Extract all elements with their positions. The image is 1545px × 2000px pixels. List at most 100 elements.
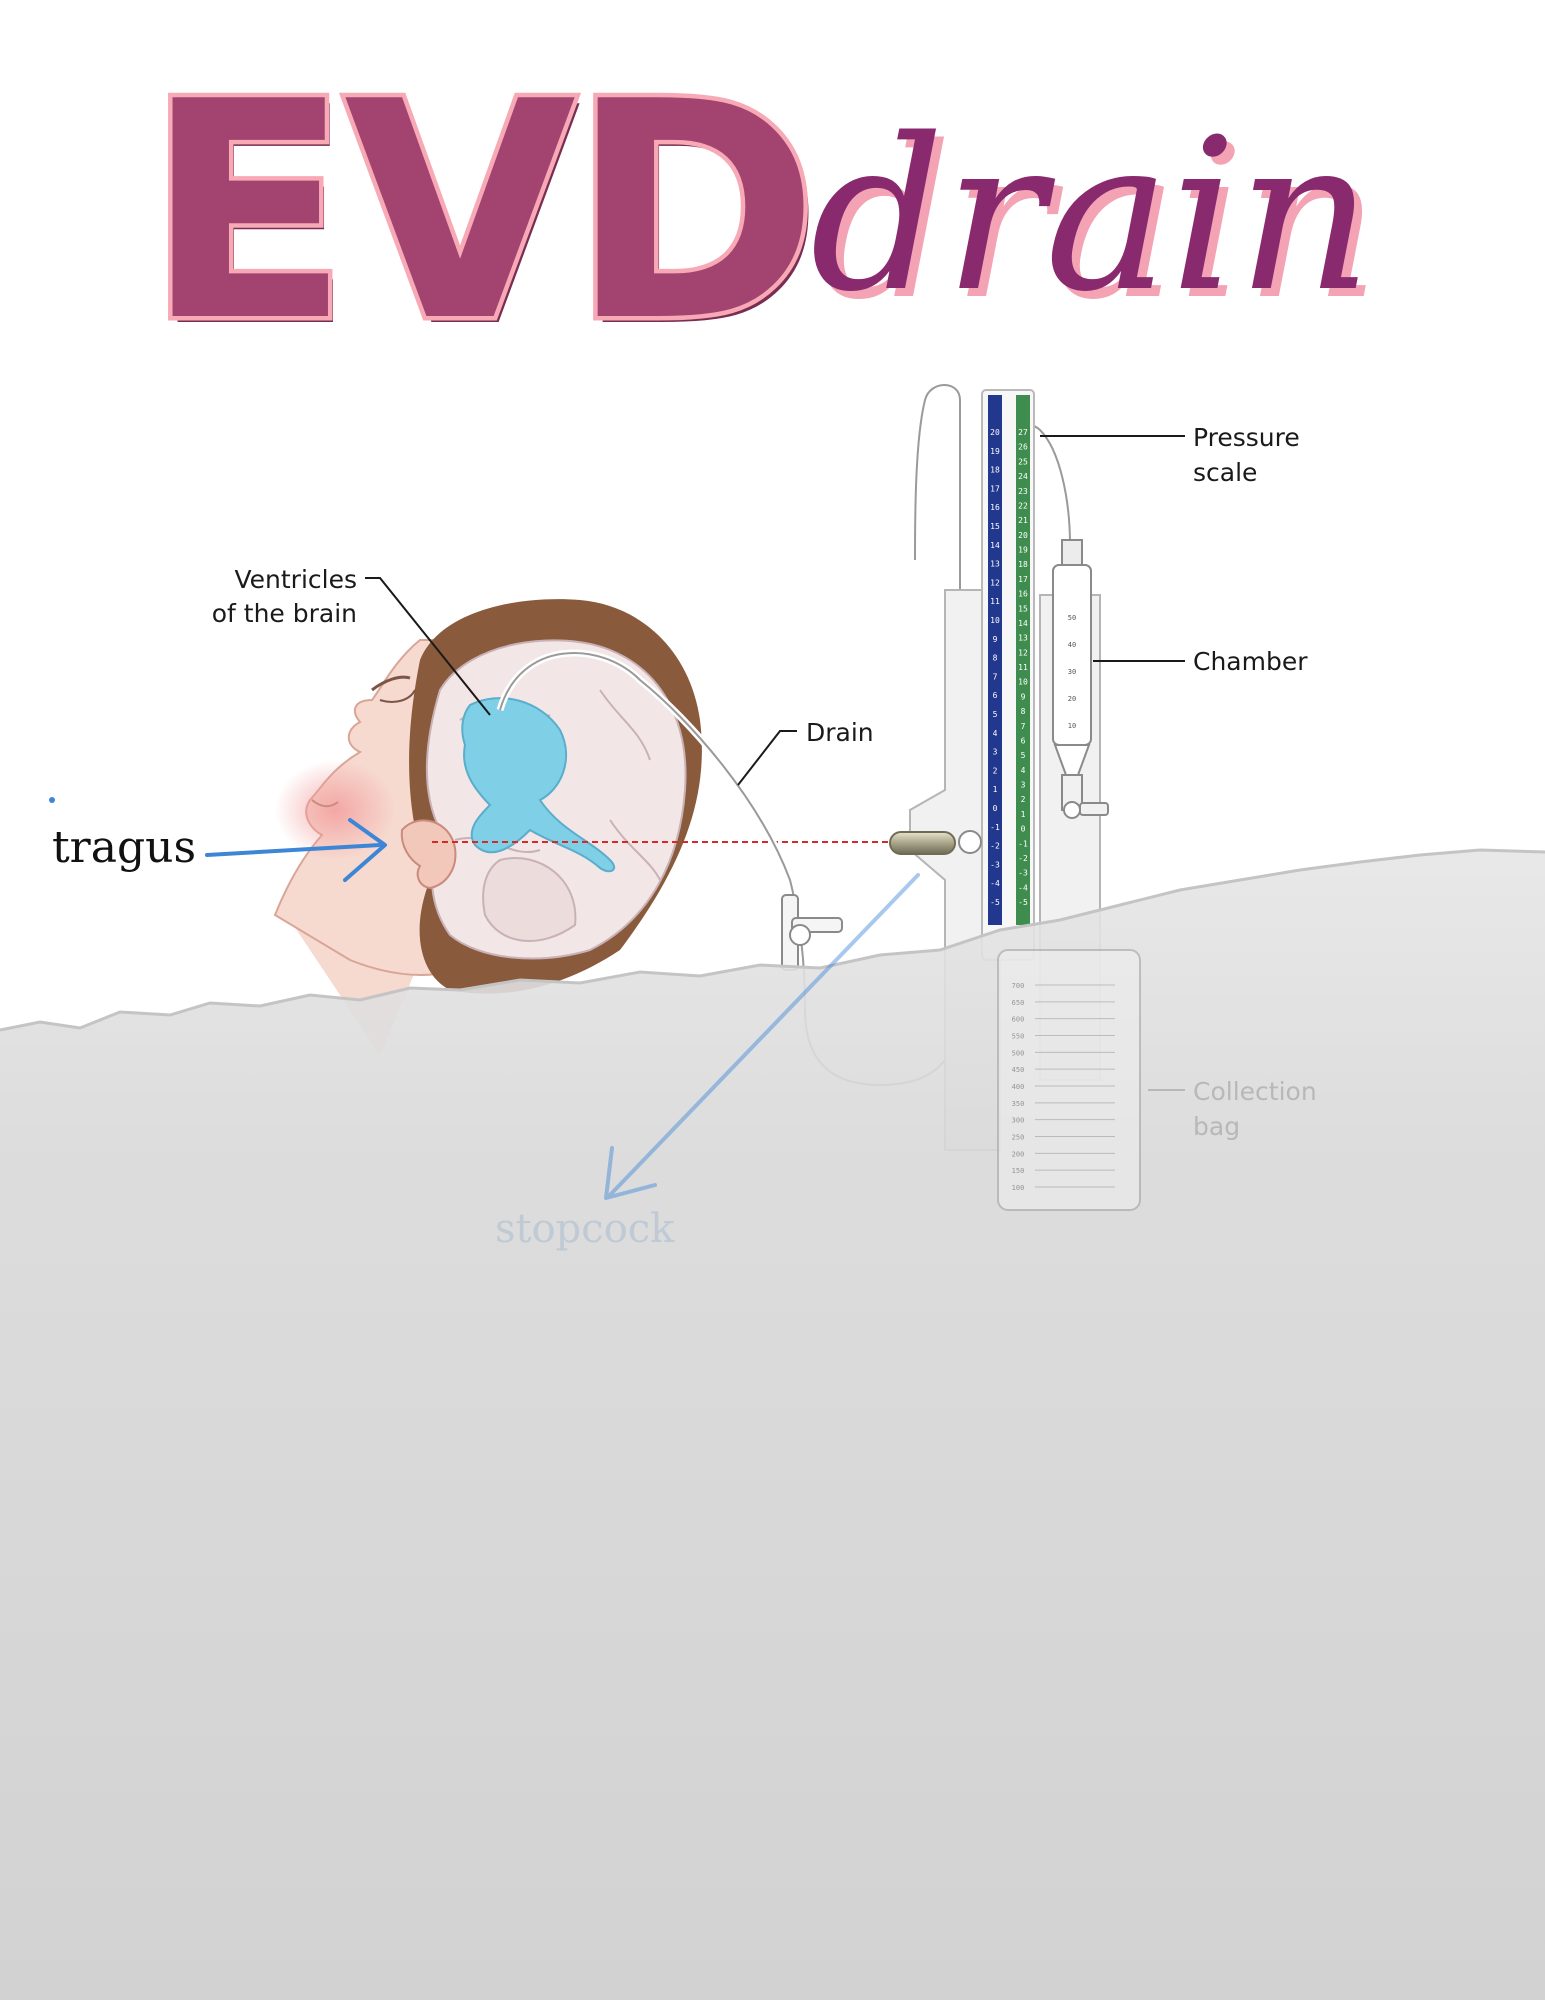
blue-tick-label: 6 bbox=[993, 691, 998, 700]
bag-tick-label: 500 bbox=[1012, 1049, 1025, 1057]
tragus-arrow-shaft bbox=[205, 843, 382, 857]
bag-tick-label: 700 bbox=[1012, 982, 1025, 990]
green-scale-bar bbox=[1016, 395, 1030, 925]
tragus-arrow-head bbox=[343, 818, 387, 882]
green-tick-label: 22 bbox=[1018, 501, 1028, 510]
green-tick-label: 18 bbox=[1018, 560, 1028, 569]
chamber-tick-label: 50 bbox=[1068, 614, 1076, 622]
green-tick-label: 21 bbox=[1018, 516, 1028, 525]
chamber-cap bbox=[1061, 539, 1083, 566]
green-tick-label: 13 bbox=[1018, 634, 1028, 643]
green-tick-label: 10 bbox=[1018, 678, 1028, 687]
green-tick-label: -5 bbox=[1018, 898, 1028, 907]
pressure-scale: 20191817161514131211109876543210-1-2-3-4… bbox=[981, 389, 1035, 961]
blue-tick-label: 1 bbox=[993, 785, 998, 794]
chamber-cylinder bbox=[1052, 564, 1092, 746]
green-scale-ticks: 2726252423222120191817161514131211109876… bbox=[1018, 428, 1028, 907]
blue-tick-label: 7 bbox=[993, 672, 998, 681]
bag-tick-label: 350 bbox=[1012, 1100, 1025, 1108]
ventricles bbox=[461, 697, 616, 873]
stopcock-arrow-head bbox=[604, 1146, 657, 1200]
green-tick-label: 17 bbox=[1018, 575, 1028, 584]
green-tick-label: 23 bbox=[1018, 487, 1028, 496]
green-tick-label: 2 bbox=[1021, 795, 1026, 804]
blue-tick-label: 16 bbox=[990, 503, 1000, 512]
chamber-tick-label: 20 bbox=[1068, 695, 1076, 703]
blue-tick-label: -3 bbox=[990, 860, 1000, 869]
title-script: drain drain bbox=[810, 93, 1380, 346]
drain-leader bbox=[737, 730, 797, 786]
blue-tick-label: 10 bbox=[990, 616, 1000, 625]
green-tick-label: 4 bbox=[1021, 766, 1026, 775]
chamber-label: Chamber bbox=[1193, 647, 1308, 676]
bag-tick-label: 400 bbox=[1012, 1083, 1025, 1091]
eye bbox=[379, 689, 416, 703]
green-tick-label: 6 bbox=[1021, 736, 1026, 745]
green-tick-label: 14 bbox=[1018, 619, 1028, 628]
head-illustration bbox=[273, 599, 702, 1055]
green-tick-label: 12 bbox=[1018, 648, 1028, 657]
blue-tick-label: 12 bbox=[990, 578, 1000, 587]
tragus-label: tragus bbox=[52, 822, 196, 873]
ventricles-label-2: of the brain bbox=[212, 599, 357, 628]
blue-tick-label: 8 bbox=[993, 654, 998, 663]
title-script-shadow: drain bbox=[818, 101, 1380, 346]
blue-tick-label: 20 bbox=[990, 428, 1000, 437]
cerebellum bbox=[482, 857, 577, 942]
green-tick-label: 5 bbox=[1021, 751, 1026, 760]
blue-tick-label: 5 bbox=[993, 710, 998, 719]
title-script-text: drain bbox=[810, 93, 1372, 338]
bag-tick-label: 550 bbox=[1012, 1033, 1025, 1041]
title-evd: EVD EVD bbox=[141, 34, 825, 394]
blue-tick-label: 3 bbox=[993, 748, 998, 757]
ear bbox=[400, 819, 457, 890]
green-tick-label: 15 bbox=[1018, 604, 1028, 613]
stopcock-annotation: stopcock bbox=[495, 873, 920, 1252]
green-tick-label: -3 bbox=[1018, 869, 1028, 878]
blue-tick-label: 9 bbox=[993, 635, 998, 644]
green-tick-label: -1 bbox=[1018, 839, 1028, 848]
blue-tick-label: 17 bbox=[990, 484, 1000, 493]
green-tick-label: 1 bbox=[1021, 810, 1026, 819]
green-tick-label: 7 bbox=[1021, 722, 1026, 731]
stopcock-arrow-shaft bbox=[608, 873, 920, 1197]
blue-tick-label: 19 bbox=[990, 447, 1000, 456]
blue-tick-label: 18 bbox=[990, 466, 1000, 475]
bag-tick-label: 450 bbox=[1012, 1066, 1025, 1074]
blue-tick-label: -4 bbox=[990, 879, 1000, 888]
green-tick-label: -4 bbox=[1018, 883, 1028, 892]
green-tick-label: 9 bbox=[1021, 692, 1026, 701]
ventricles-leader bbox=[365, 577, 491, 716]
blue-tick-label: 2 bbox=[993, 766, 998, 775]
stopcock-label: stopcock bbox=[495, 1206, 675, 1252]
green-tick-label: 19 bbox=[1018, 546, 1028, 555]
green-tick-label: 24 bbox=[1018, 472, 1028, 481]
pressure-scale-label-1: Pressure bbox=[1193, 423, 1300, 452]
chamber-tick-label: 10 bbox=[1068, 722, 1076, 730]
bag-tick-label: 100 bbox=[1012, 1184, 1025, 1192]
drain-label: Drain bbox=[806, 718, 874, 747]
blue-tick-label: 13 bbox=[990, 560, 1000, 569]
blue-tick-label: 0 bbox=[993, 804, 998, 813]
blue-tick-label: 4 bbox=[993, 729, 998, 738]
blue-tick-label: -2 bbox=[990, 842, 1000, 851]
mouth bbox=[311, 799, 339, 808]
blue-dot bbox=[49, 797, 55, 803]
green-tick-label: -2 bbox=[1018, 854, 1028, 863]
scale-stopcock bbox=[889, 830, 982, 855]
bag-tick-label: 200 bbox=[1012, 1150, 1025, 1158]
green-tick-label: 0 bbox=[1021, 825, 1026, 834]
green-tick-label: 8 bbox=[1021, 707, 1026, 716]
pressure-scale-label-2: scale bbox=[1193, 458, 1257, 487]
blue-tick-label: -1 bbox=[990, 823, 1000, 832]
blue-tick-label: -5 bbox=[990, 898, 1000, 907]
blue-tick-label: 11 bbox=[990, 597, 1000, 606]
chamber-tick-label: 40 bbox=[1068, 641, 1076, 649]
blue-tick-label: 15 bbox=[990, 522, 1000, 531]
